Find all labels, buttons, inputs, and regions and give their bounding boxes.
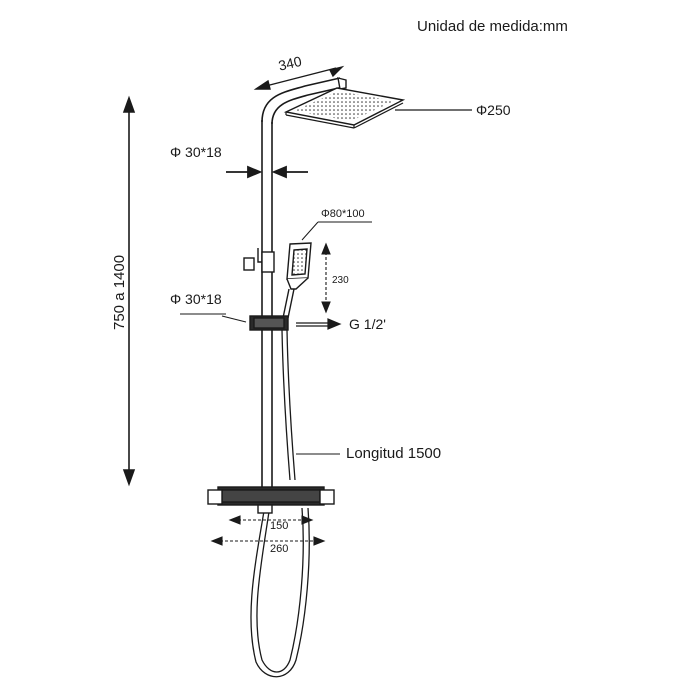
riser-pipe xyxy=(261,77,344,490)
slider-bracket xyxy=(243,248,275,273)
g-half-arrow xyxy=(296,318,342,330)
pipe-diameter-arrows xyxy=(226,165,308,179)
thermostatic-bar xyxy=(207,486,335,514)
height-230-arrow xyxy=(321,242,331,314)
width-150-arrow xyxy=(228,515,314,525)
width-340-arrow xyxy=(253,65,345,90)
hand-shower xyxy=(282,242,312,319)
g-half-label: G 1/2' xyxy=(349,316,386,332)
unit-label: Unidad de medida:mm xyxy=(417,18,568,35)
pipe-diameter-bottom-label: Φ 30*18 xyxy=(170,291,222,307)
height-230-label: 230 xyxy=(332,275,349,286)
rain-head xyxy=(283,87,406,129)
hose xyxy=(250,329,310,678)
width-260-label: 260 xyxy=(270,543,289,555)
width-150-label: 150 xyxy=(270,520,289,532)
diverter-block xyxy=(180,313,289,331)
shower-arm-cap xyxy=(337,77,347,90)
hose-length-label: Longitud 1500 xyxy=(346,445,442,462)
diameter-250-label: Φ250 xyxy=(476,102,511,118)
diameter-80x100-leader xyxy=(301,221,372,241)
height-dimension-arrow xyxy=(122,95,136,487)
pipe-diameter-top-label: Φ 30*18 xyxy=(170,144,222,160)
hand-shower-diameter-label: Φ80*100 xyxy=(321,208,365,220)
height-range-label: 750 a 1400 xyxy=(111,254,128,330)
width-260-arrow xyxy=(210,536,326,546)
